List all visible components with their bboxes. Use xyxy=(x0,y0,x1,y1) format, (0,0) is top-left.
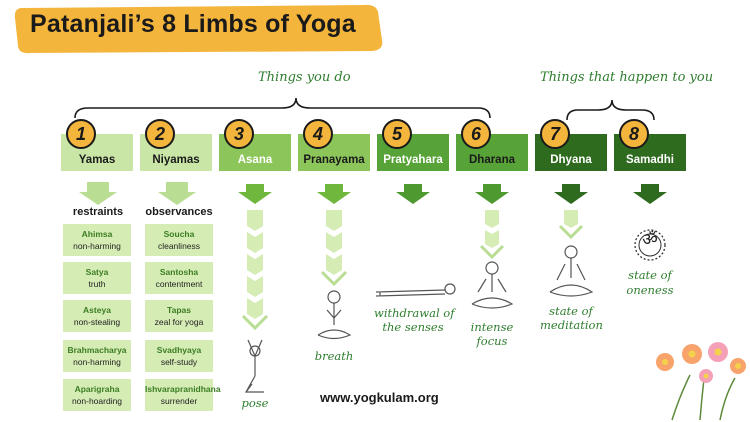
limb-number-4: 4 xyxy=(303,119,333,149)
arrow-asana-head xyxy=(238,184,272,204)
dharana-figure-icon xyxy=(471,261,514,309)
yamas-meaning: non-stealing xyxy=(73,317,121,327)
limb-name-pratyahara: Pratyahara xyxy=(383,154,443,166)
limb-number-8: 8 xyxy=(619,119,649,149)
niyamas-meaning: cleanliness xyxy=(157,241,201,251)
limb-name-yamas: Yamas xyxy=(78,154,116,166)
limb-name-pranayama: Pranayama xyxy=(303,154,365,166)
arrow-dharana-tip xyxy=(479,244,505,260)
pranayama-outcome: breath xyxy=(314,349,354,363)
arrow-pratyahara-head xyxy=(396,184,430,204)
brace-things-you-do xyxy=(74,97,491,119)
yamas-heading: restraints xyxy=(72,206,124,218)
arrow-pranayama-tip xyxy=(320,270,348,287)
yamas-term: Satya xyxy=(85,267,109,277)
yamas-term: Brahmacharya xyxy=(67,345,127,355)
yamas-meaning: non-harming xyxy=(73,241,121,251)
dhyana-figure-icon xyxy=(549,245,594,297)
niyamas-term: Santosha xyxy=(159,267,199,277)
flowers-decoration-icon xyxy=(656,342,746,421)
pratyahara-figure-icon xyxy=(375,283,456,297)
dhyana-outcome-line2: meditation xyxy=(540,318,603,332)
limb-number-7: 7 xyxy=(540,119,570,149)
title-banner-shape xyxy=(14,4,383,54)
arrow-asana-chevrons xyxy=(247,210,263,319)
website-url: www.yogkulam.org xyxy=(320,390,439,405)
om-mandala-icon xyxy=(634,229,666,261)
samadhi-outcome-line1: state of xyxy=(628,268,672,282)
dhyana-outcome-line1: state of xyxy=(549,304,593,318)
arrow-dhyana-chevrons xyxy=(564,210,578,228)
yamas-meaning: non-harming xyxy=(73,357,121,367)
arrow-niyamas xyxy=(158,182,196,205)
niyamas-meaning: contentment xyxy=(155,279,203,289)
yamas-term: Asteya xyxy=(83,305,111,315)
limb-number-3: 3 xyxy=(224,119,254,149)
yamas-term: Aparigraha xyxy=(74,384,120,394)
limb-number-2: 2 xyxy=(145,119,175,149)
asana-outcome: pose xyxy=(241,396,269,410)
yamas-item: Satya truth xyxy=(63,262,131,294)
brace-things-that-happen xyxy=(566,99,655,121)
pratyahara-outcome-line2: the senses xyxy=(382,320,444,334)
limb-name-asana: Asana xyxy=(237,154,273,166)
arrow-dhyana-head xyxy=(554,184,588,204)
niyamas-term: Ishvarapranidhana xyxy=(145,384,221,394)
niyamas-meaning: self-study xyxy=(160,357,198,367)
yamas-item: Asteya non-stealing xyxy=(63,300,131,332)
limb-number-1: 1 xyxy=(66,119,96,149)
arrow-pranayama-head xyxy=(317,184,351,204)
niyamas-item: Svadhyaya self-study xyxy=(145,340,213,372)
niyamas-meaning: surrender xyxy=(160,396,198,406)
om-symbol: ॐ xyxy=(642,230,658,250)
yamas-meaning: truth xyxy=(88,279,106,289)
niyamas-item: Soucha cleanliness xyxy=(145,224,213,256)
niyamas-item: Santosha contentment xyxy=(145,262,213,294)
niyamas-term: Svadhyaya xyxy=(156,345,202,355)
arrow-asana-tip xyxy=(241,314,269,331)
niyamas-meaning: zeal for yoga xyxy=(154,317,204,327)
yamas-item: Aparigraha non-hoarding xyxy=(63,379,131,411)
pranayama-figure-icon xyxy=(317,290,352,340)
arrow-pranayama-chevrons xyxy=(326,210,342,275)
limb-name-niyamas: Niyamas xyxy=(152,154,200,166)
things-you-do-note: Things you do xyxy=(258,70,351,85)
limb-number-5: 5 xyxy=(382,119,412,149)
arrow-dharana-chevrons xyxy=(485,210,499,248)
asana-figure-icon xyxy=(244,339,264,393)
pratyahara-outcome-line1: withdrawal of xyxy=(374,306,455,320)
arrow-yamas xyxy=(79,182,117,205)
things-that-happen-note: Things that happen to you xyxy=(540,70,714,85)
limb-number-6: 6 xyxy=(461,119,491,149)
niyamas-item: Tapas zeal for yoga xyxy=(145,300,213,332)
page-title: Patanjali’s 8 Limbs of Yoga xyxy=(30,10,356,38)
niyamas-heading: observances xyxy=(145,206,213,218)
yamas-term: Ahimsa xyxy=(81,229,113,239)
limb-name-dharana: Dharana xyxy=(468,154,516,166)
niyamas-item: Ishvarapranidhana surrender xyxy=(145,379,221,411)
niyamas-term: Tapas xyxy=(167,305,191,315)
yamas-item: Ahimsa non-harming xyxy=(63,224,131,256)
dharana-outcome-line2: focus xyxy=(476,334,508,348)
dharana-outcome-line1: intense xyxy=(470,320,514,334)
limb-name-dhyana: Dhyana xyxy=(550,154,592,166)
arrow-dharana-head xyxy=(475,184,509,204)
arrow-samadhi-head xyxy=(633,184,667,204)
niyamas-term: Soucha xyxy=(163,229,195,239)
samadhi-outcome-line2: oneness xyxy=(626,283,674,297)
yamas-item: Brahmacharya non-harming xyxy=(63,340,131,372)
arrow-dhyana-tip xyxy=(558,224,584,240)
limb-name-samadhi: Samadhi xyxy=(626,154,674,166)
yamas-meaning: non-hoarding xyxy=(71,396,123,406)
